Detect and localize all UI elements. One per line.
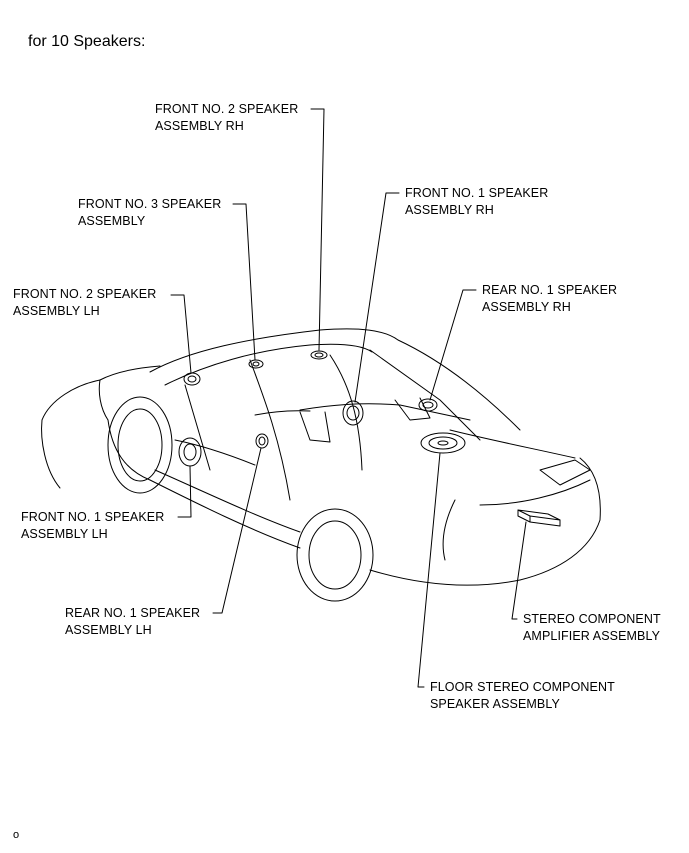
speaker-front-no1-lh	[178, 437, 202, 467]
speaker-front-no3	[248, 359, 264, 369]
footer-mark: o	[13, 829, 20, 841]
speaker-floor-stereo-component	[420, 432, 466, 454]
speaker-rear-no1-lh	[255, 433, 269, 449]
diagram-title: for 10 Speakers:	[28, 33, 146, 50]
car-body	[41, 328, 601, 602]
leader-lines	[170, 108, 527, 688]
speaker-front-no2-lh	[183, 372, 201, 386]
speaker-rear-no1-rh	[418, 398, 438, 412]
speaker-front-no1-rh	[342, 400, 364, 426]
stereo-amplifier-unit	[517, 509, 561, 527]
speaker-front-no2-rh	[310, 350, 328, 360]
